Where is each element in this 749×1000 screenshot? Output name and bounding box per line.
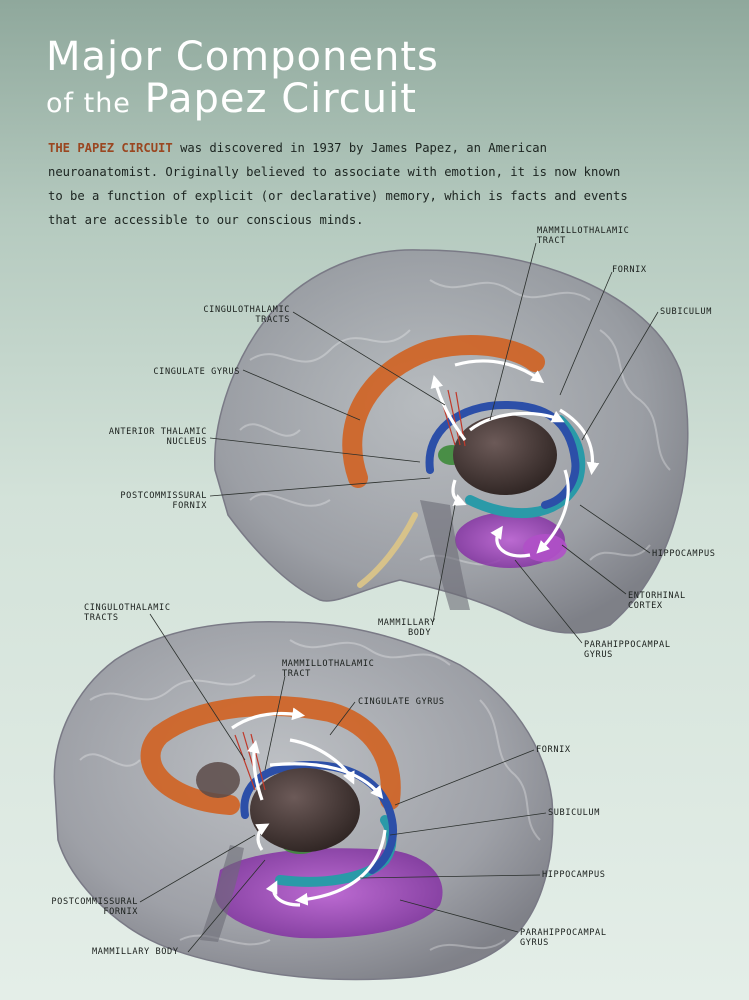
bottom-flow-arrows: [231, 707, 387, 907]
label-top-subiculum: SUBICULUM: [660, 307, 712, 317]
label-top-cingulate-gyrus: CINGULATE GYRUS: [153, 367, 240, 377]
label-bottom-cingulothalamic-tracts: CINGULOTHALAMIC TRACTS: [84, 603, 171, 623]
bottom-brain: [53, 621, 554, 981]
top-thalamus: [453, 415, 557, 495]
top-brain: [214, 249, 689, 634]
label-bottom-mammillary-body: MAMMILLARY BODY: [92, 947, 179, 957]
label-top-mammillothalamic-tract: MAMMILLOTHALAMIC TRACT: [537, 226, 630, 246]
title-line-1: Major Components: [46, 34, 439, 80]
leader-lines: [139, 242, 659, 953]
intro-paragraph: THE PAPEZ CIRCUIT was discovered in 1937…: [48, 136, 638, 232]
label-top-hippocampus: HIPPOCAMPUS: [652, 549, 716, 559]
label-bottom-mammillothalamic-tract: MAMMILLOTHALAMIC TRACT: [282, 659, 375, 679]
intro-lead: THE PAPEZ CIRCUIT: [48, 141, 173, 155]
top-optic-tract: [357, 512, 418, 588]
label-top-entorhinal-cortex: ENTORHINAL CORTEX: [628, 591, 686, 611]
top-brainstem: [420, 500, 470, 610]
label-top-postcommissural-fornix: POSTCOMMISSURAL FORNIX: [120, 491, 207, 511]
label-bottom-parahippocampal-gyrus: PARAHIPPOCAMPAL GYRUS: [520, 928, 607, 948]
label-top-fornix: FORNIX: [612, 265, 647, 275]
top-entorhinal-cortex: [523, 534, 567, 562]
bottom-brainstem: [200, 845, 244, 942]
label-top-anterior-thalamic-nucleus: ANTERIOR THALAMIC NUCLEUS: [108, 427, 207, 447]
bottom-gyri: [79, 639, 541, 951]
label-top-parahippocampal-gyrus: PARAHIPPOCAMPAL GYRUS: [584, 640, 671, 660]
label-bottom-postcommissural-fornix: POSTCOMMISSURAL FORNIX: [51, 897, 138, 917]
label-bottom-cingulate-gyrus: CINGULATE GYRUS: [358, 697, 445, 707]
top-fornix: [425, 400, 580, 509]
label-top-mammillary-body: MAMMILLARY BODY: [378, 618, 436, 638]
label-top-cingulothalamic-tracts: CINGULOTHALAMIC TRACTS: [203, 305, 290, 325]
bottom-thalamus: [250, 768, 360, 852]
title-of-the: of the: [46, 88, 131, 119]
top-flow-arrows: [430, 359, 600, 558]
top-cingulate-gyrus: [342, 335, 545, 488]
title-papez-circuit: Papez Circuit: [144, 76, 417, 122]
title-line-2: of the Papez Circuit: [46, 78, 439, 120]
bottom-cingulate-gyrus: [140, 696, 401, 815]
page-title: Major Components of the Papez Circuit: [46, 36, 439, 120]
label-bottom-fornix: FORNIX: [536, 745, 571, 755]
label-bottom-subiculum: SUBICULUM: [548, 808, 600, 818]
bottom-dark-lobe: [196, 762, 240, 798]
intro-body: was discovered in 1937 by James Papez, a…: [48, 141, 628, 227]
label-bottom-hippocampus: HIPPOCAMPUS: [542, 870, 606, 880]
top-brain-cortex: [214, 249, 689, 634]
